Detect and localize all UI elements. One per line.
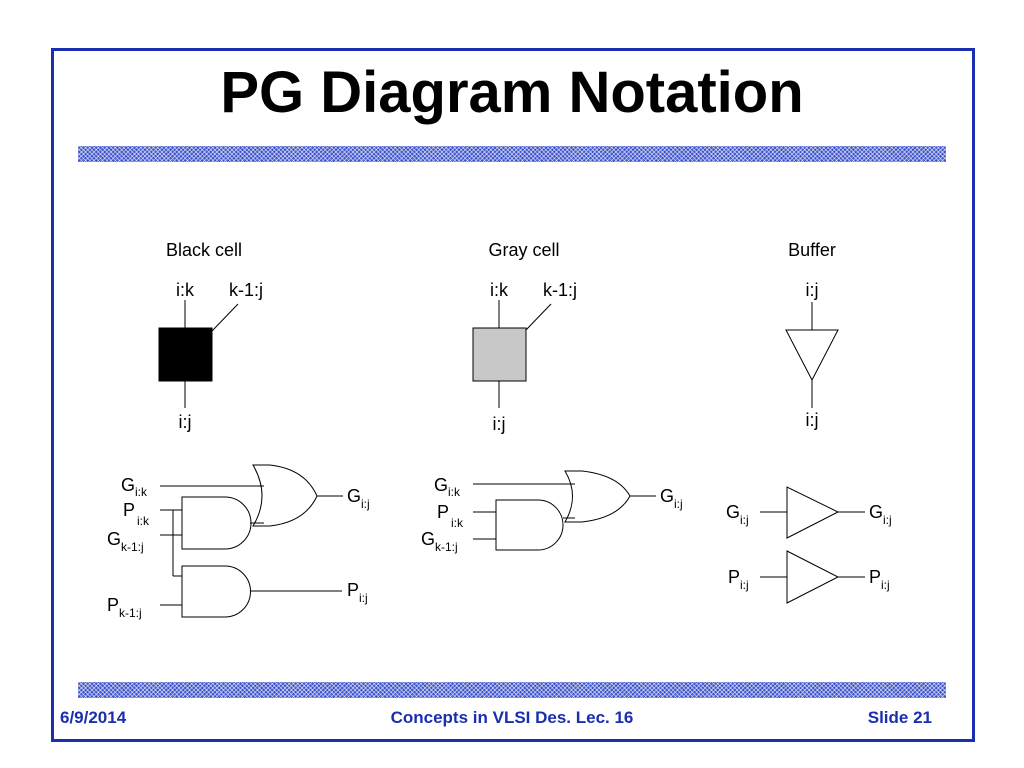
buffer-logic-g-out-label: Gi:j bbox=[869, 502, 892, 527]
buffer-heading: Buffer bbox=[788, 240, 836, 260]
top-divider-band bbox=[78, 146, 946, 162]
bottom-divider-band bbox=[78, 682, 946, 698]
black-and-gate-p bbox=[181, 565, 251, 618]
slide-frame bbox=[51, 48, 975, 742]
gray-logic-g-k1j-label: Gk-1:j bbox=[421, 529, 458, 554]
black-cell-logic bbox=[160, 464, 343, 618]
gray-or-gate bbox=[564, 470, 631, 523]
gray-logic-p-ik-label: Pi:k bbox=[437, 502, 464, 530]
black-logic-p-ik-label: Pi:k bbox=[123, 500, 150, 528]
black-cell-input-left-label: i:k bbox=[176, 280, 195, 300]
buffer-g-triangle bbox=[786, 486, 840, 539]
gray-logic-g-ik-label: Gi:k bbox=[434, 475, 461, 499]
black-cell-input-right-label: k-1:j bbox=[229, 280, 263, 300]
black-logic-p-k1j-label: Pk-1:j bbox=[107, 595, 142, 620]
gray-cell-symbol bbox=[472, 300, 552, 408]
black-logic-p-ij-label: Pi:j bbox=[347, 580, 368, 605]
buffer-input-label: i:j bbox=[806, 280, 819, 300]
gray-cell-input-right-label: k-1:j bbox=[543, 280, 577, 300]
buffer-symbol bbox=[785, 302, 839, 408]
black-cell-box bbox=[158, 327, 213, 382]
gray-cell-logic bbox=[473, 470, 656, 551]
buffer-triangle bbox=[785, 329, 839, 382]
footer-course: Concepts in VLSI Des. Lec. 16 bbox=[390, 708, 634, 727]
gray-cell-right-input-wire bbox=[524, 303, 552, 332]
buffer-logic-p-in-label: Pi:j bbox=[728, 567, 749, 592]
black-logic-g-ij-label: Gi:j bbox=[347, 486, 370, 511]
gray-cell-box bbox=[472, 327, 527, 382]
black-cell-output-label: i:j bbox=[179, 412, 192, 432]
black-cell-heading: Black cell bbox=[166, 240, 242, 260]
buffer-output-label: i:j bbox=[806, 410, 819, 430]
black-cell-symbol bbox=[158, 300, 239, 408]
gray-cell-output-label: i:j bbox=[493, 414, 506, 434]
footer-date: 6/9/2014 bbox=[60, 708, 127, 727]
black-cell-right-input-wire bbox=[211, 303, 239, 332]
black-and-gate-g bbox=[181, 496, 252, 550]
slide-title: PG Diagram Notation bbox=[220, 60, 804, 125]
buffer-logic-p-out-label: Pi:j bbox=[869, 567, 890, 592]
buffer-p-triangle bbox=[786, 550, 840, 604]
gray-logic-g-ij-label: Gi:j bbox=[660, 486, 683, 511]
footer-slide-number: Slide 21 bbox=[867, 708, 932, 727]
black-logic-g-ik-label: Gi:k bbox=[121, 475, 148, 499]
gray-cell-input-left-label: i:k bbox=[490, 280, 509, 300]
gray-cell-heading: Gray cell bbox=[488, 240, 559, 260]
black-or-gate bbox=[252, 464, 318, 527]
gray-and-gate bbox=[495, 499, 564, 551]
buffer-logic-g-in-label: Gi:j bbox=[726, 502, 749, 527]
buffer-logic bbox=[760, 486, 865, 604]
black-logic-g-k1j-label: Gk-1:j bbox=[107, 529, 144, 554]
